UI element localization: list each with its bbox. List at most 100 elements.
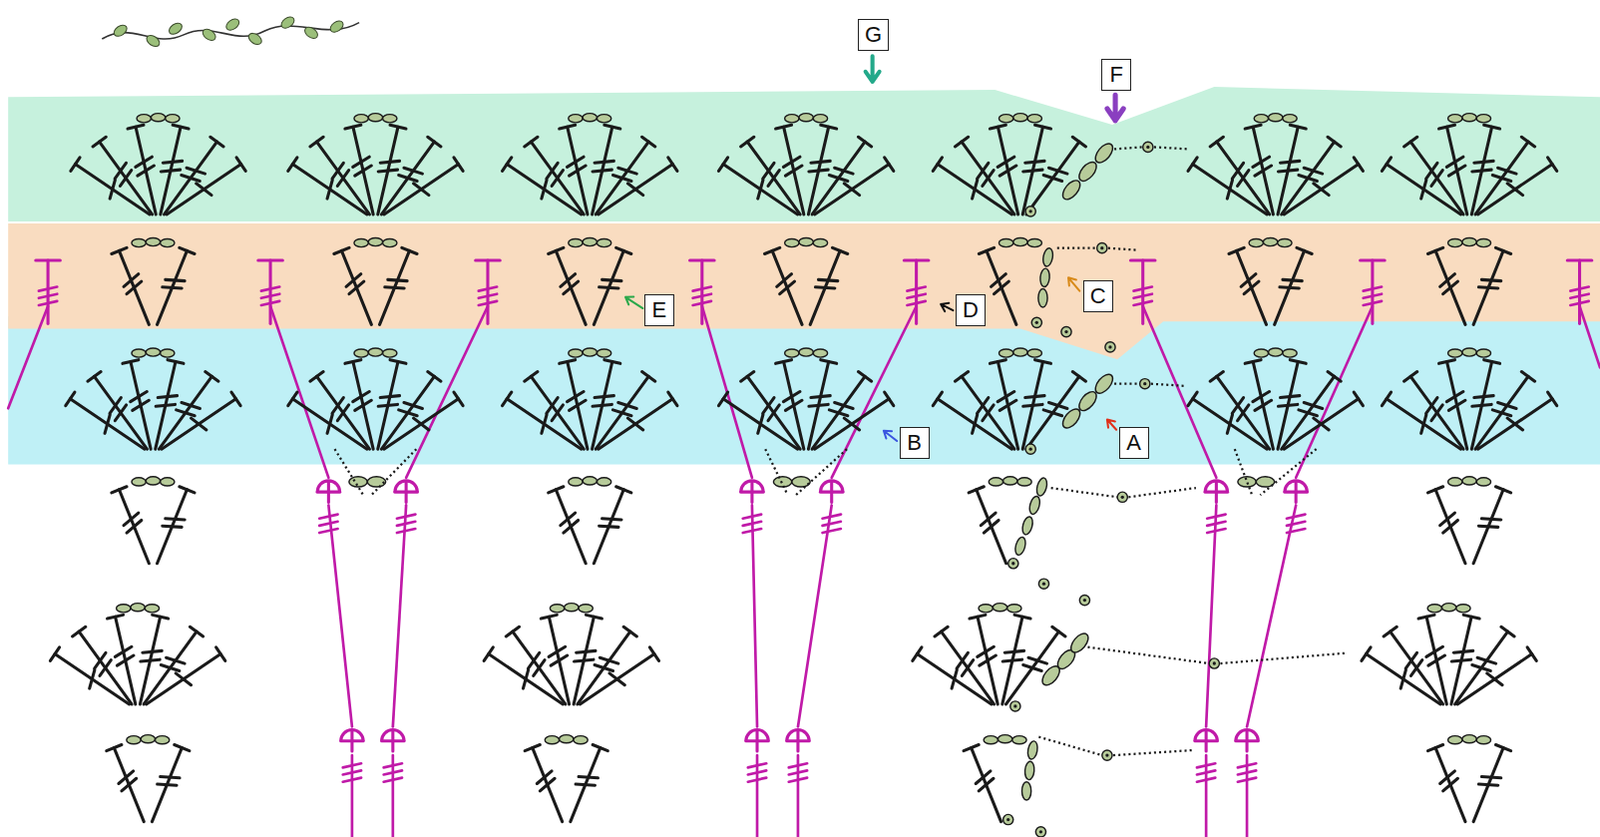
stitch-stroke bbox=[1313, 417, 1329, 430]
stitch-stroke bbox=[548, 616, 569, 705]
stitch-stroke bbox=[1072, 372, 1086, 383]
stitch-stroke bbox=[152, 614, 169, 619]
chain-stitch bbox=[1027, 349, 1042, 358]
post-stitch bbox=[1570, 301, 1589, 306]
stitch-stroke bbox=[599, 287, 619, 289]
post-stitch bbox=[38, 287, 57, 292]
front-post-mark bbox=[1204, 731, 1208, 752]
stitch-stroke bbox=[427, 372, 441, 383]
stitch-stroke bbox=[1404, 136, 1418, 147]
stitch-stroke bbox=[132, 400, 150, 410]
stitch-stroke bbox=[999, 400, 1017, 410]
stitch-stroke bbox=[210, 136, 224, 147]
stitch-stroke bbox=[1327, 372, 1341, 383]
stitch-stroke bbox=[785, 400, 802, 410]
slip-stitch bbox=[1003, 813, 1014, 824]
stitch-stroke bbox=[574, 659, 594, 662]
stitch-stroke bbox=[172, 124, 189, 129]
stitch-stroke bbox=[616, 247, 632, 254]
stitch-stroke bbox=[1231, 398, 1243, 414]
stitch-stroke bbox=[378, 361, 399, 449]
stitch-stroke bbox=[160, 777, 180, 779]
callout-letter: D bbox=[962, 299, 979, 322]
chain-stitch bbox=[1003, 476, 1018, 485]
chain-stitch bbox=[1476, 477, 1491, 486]
stitch-stroke bbox=[1023, 665, 1043, 672]
chain-stitch bbox=[582, 113, 597, 122]
stitch-stroke bbox=[642, 136, 656, 147]
stitch-stroke bbox=[127, 124, 144, 129]
stitch-stroke bbox=[524, 745, 540, 752]
slip-stitch-core bbox=[1039, 829, 1043, 833]
stitch-stroke bbox=[162, 160, 182, 163]
stitch-stroke bbox=[1471, 361, 1492, 449]
chain-stitch bbox=[568, 477, 583, 486]
stitch-stroke bbox=[453, 157, 463, 172]
post-line bbox=[328, 504, 353, 727]
stitch-stroke bbox=[1410, 141, 1464, 215]
post-line bbox=[797, 755, 800, 837]
chain-stitch bbox=[799, 113, 813, 122]
stitch-stroke bbox=[747, 141, 800, 215]
stitch-stroke bbox=[114, 404, 126, 421]
chain-stitch bbox=[559, 735, 574, 744]
stitch-stroke bbox=[814, 287, 834, 289]
chain-stitch bbox=[1268, 113, 1283, 122]
stitch-stroke bbox=[937, 399, 1013, 449]
stitch-stroke bbox=[135, 156, 153, 167]
post-stitch bbox=[319, 528, 338, 533]
stitches bbox=[7, 113, 1600, 837]
dotted-join bbox=[1087, 647, 1209, 664]
stitch-stroke bbox=[1431, 404, 1443, 421]
dotted-join bbox=[1051, 487, 1118, 497]
chain-stitch bbox=[992, 603, 1007, 612]
stitch-stroke bbox=[1193, 164, 1268, 215]
stitch-stroke bbox=[1383, 626, 1397, 637]
stitch-stroke bbox=[1548, 392, 1558, 406]
stitch-stroke bbox=[758, 179, 764, 199]
stitch-stroke bbox=[1481, 279, 1501, 281]
post-stitch bbox=[822, 514, 841, 519]
stitch-stroke bbox=[977, 616, 998, 705]
stitch-stroke bbox=[1405, 652, 1417, 669]
stitch-stroke bbox=[1463, 614, 1480, 619]
stitch-stroke bbox=[961, 660, 973, 677]
stitch-stroke bbox=[1353, 157, 1363, 172]
stitch-stroke bbox=[828, 175, 848, 182]
stitch-stroke bbox=[765, 247, 781, 254]
chain-stitch bbox=[354, 238, 369, 247]
green-band bbox=[7, 86, 1600, 222]
stitch-stroke bbox=[573, 616, 594, 705]
stitch-stroke bbox=[783, 391, 800, 401]
post-stitch bbox=[1141, 260, 1145, 324]
post-line bbox=[405, 306, 488, 478]
dotted-join bbox=[1114, 383, 1141, 386]
chain-stitch bbox=[1462, 476, 1477, 485]
stitch-stroke bbox=[976, 489, 1007, 564]
stitch-stroke bbox=[1498, 402, 1518, 409]
stitch-stroke bbox=[1025, 396, 1045, 399]
stitch-stroke bbox=[378, 403, 398, 406]
slip-stitch-core bbox=[1105, 753, 1109, 757]
stitch-stroke bbox=[1353, 392, 1363, 406]
stitch-stroke bbox=[1289, 124, 1306, 129]
post-line bbox=[393, 504, 406, 727]
stitch-stroke bbox=[109, 179, 115, 199]
post-stitch bbox=[822, 528, 841, 533]
callout-box: F bbox=[1101, 58, 1132, 91]
chain-stitch bbox=[1092, 140, 1117, 166]
chain-stitch bbox=[573, 736, 588, 745]
chain-stitch bbox=[582, 237, 597, 246]
chain-stitch bbox=[126, 736, 141, 745]
stitch-stroke bbox=[1473, 250, 1504, 325]
stitch-stroke bbox=[592, 169, 612, 172]
slip-stitch-core bbox=[1064, 330, 1068, 334]
stitch-stroke bbox=[310, 136, 324, 147]
callout-box: D bbox=[955, 294, 986, 327]
stitch-stroke bbox=[505, 626, 519, 637]
dotted-join bbox=[1234, 448, 1252, 495]
chain-stitch bbox=[582, 476, 597, 485]
stitch-stroke bbox=[317, 141, 371, 215]
stitch-stroke bbox=[1474, 396, 1494, 399]
stitch-stroke bbox=[427, 136, 441, 147]
